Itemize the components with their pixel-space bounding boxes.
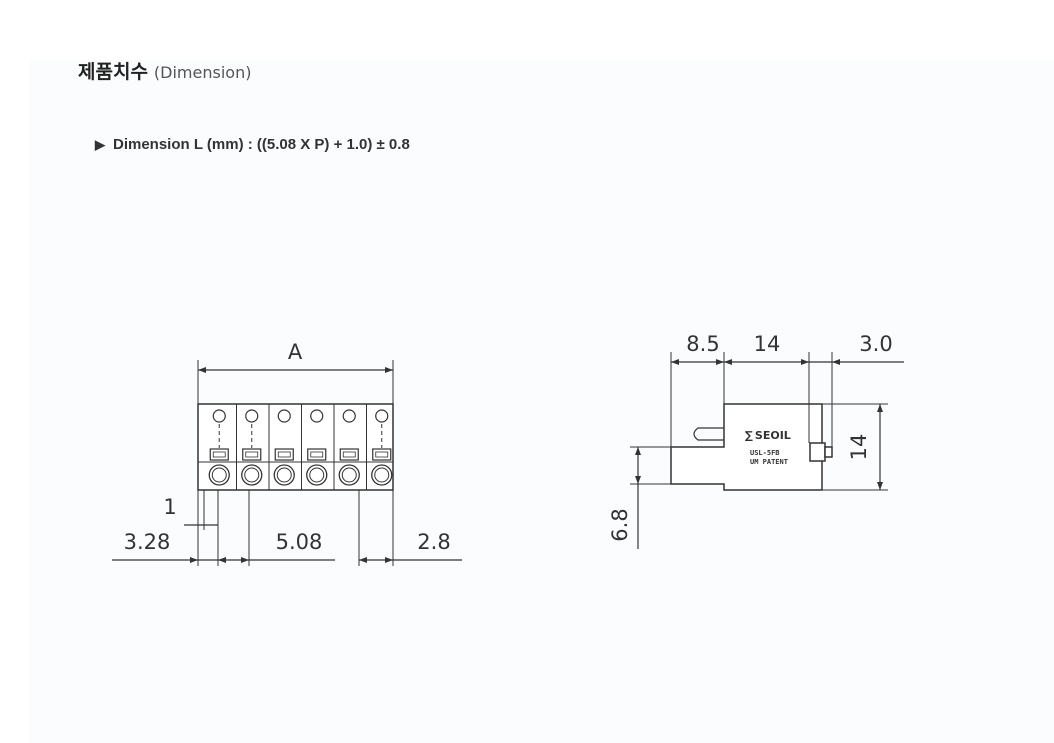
slot-inner	[375, 451, 389, 458]
slot-inner	[277, 451, 291, 458]
content-panel	[30, 60, 1054, 743]
wire-entry-inner	[276, 467, 292, 483]
wire-release-slot	[209, 448, 229, 461]
arrow-head	[198, 367, 206, 373]
screw-hole	[342, 409, 356, 423]
arrow-head	[385, 367, 393, 373]
arrow-head	[877, 482, 883, 490]
wire-entry-inner	[309, 467, 325, 483]
dim-label-8-5: 8.5	[686, 332, 719, 356]
screw-hole	[212, 409, 226, 423]
arrow-head	[385, 557, 393, 563]
connector-body	[197, 403, 394, 491]
arrow-head	[877, 404, 883, 412]
slot-inner	[310, 451, 324, 458]
arrow-head	[716, 359, 724, 365]
screw-hole	[310, 409, 324, 423]
pin-group	[208, 404, 393, 490]
dim-label-a: A	[288, 340, 303, 364]
arrow-head	[724, 359, 732, 365]
wire-release-slot	[242, 448, 262, 461]
slot-inner	[245, 451, 259, 458]
screw-hole	[245, 409, 259, 423]
arrow-head	[190, 557, 198, 563]
dim-label-2-8: 2.8	[417, 530, 450, 554]
arrow-head	[218, 557, 226, 563]
wire-release-slot	[274, 448, 294, 461]
arrow-head	[801, 359, 809, 365]
arrow-head	[671, 359, 679, 365]
arrow-head	[241, 557, 249, 563]
latch	[693, 427, 724, 441]
model-label: USL-5FB	[750, 449, 780, 457]
dim-label-6-8: 6.8	[608, 508, 632, 541]
formula-text: Dimension L (mm) : ((5.08 X P) + 1.0) ± …	[113, 136, 410, 153]
screw-hole	[277, 409, 291, 423]
arrow-head	[832, 359, 840, 365]
brand-logo-seoil: ∑SEOIL	[745, 429, 791, 442]
dim-label-5-08: 5.08	[276, 530, 323, 554]
side-tab	[809, 442, 826, 462]
title-subtitle: (Dimension)	[153, 63, 252, 82]
dim-label-3-0: 3.0	[859, 332, 892, 356]
brand-label: SEOIL	[755, 429, 791, 442]
dimension-formula: ▶ Dimension L (mm) : ((5.08 X P) + 1.0) ±…	[95, 136, 410, 153]
wire-entry-inner	[211, 467, 227, 483]
arrow-head	[635, 447, 641, 455]
dim-label-14-height: 14	[847, 434, 871, 461]
dim-label-1: 1	[163, 495, 176, 519]
page-title: 제품치수 (Dimension)	[78, 57, 251, 84]
arrow-head	[635, 476, 641, 484]
wire-release-slot	[372, 448, 392, 461]
front-view: A 1 3.28 5.08 2.8	[112, 340, 462, 566]
wire-release-slot	[339, 448, 359, 461]
dim-label-3-28: 3.28	[124, 530, 171, 554]
side-view: ∑SEOIL USL-5FB UM PATENT 8.5 14 3.0 14 6…	[608, 332, 904, 549]
triangle-right-icon: ▶	[95, 137, 105, 152]
side-tab-tip	[824, 446, 833, 458]
wire-entry-inner	[341, 467, 357, 483]
title-text: 제품치수	[78, 61, 148, 83]
slot-inner	[212, 451, 226, 458]
dim-label-14-top: 14	[754, 332, 781, 356]
slot-inner	[342, 451, 356, 458]
brand-mark-icon: ∑	[745, 429, 753, 442]
arrow-head	[359, 557, 367, 563]
patent-label: UM PATENT	[750, 458, 788, 466]
screw-hole	[375, 409, 389, 423]
wire-release-slot	[307, 448, 327, 461]
wire-entry-inner	[244, 467, 260, 483]
connector-side-body	[670, 403, 823, 491]
wire-entry-inner	[374, 467, 390, 483]
